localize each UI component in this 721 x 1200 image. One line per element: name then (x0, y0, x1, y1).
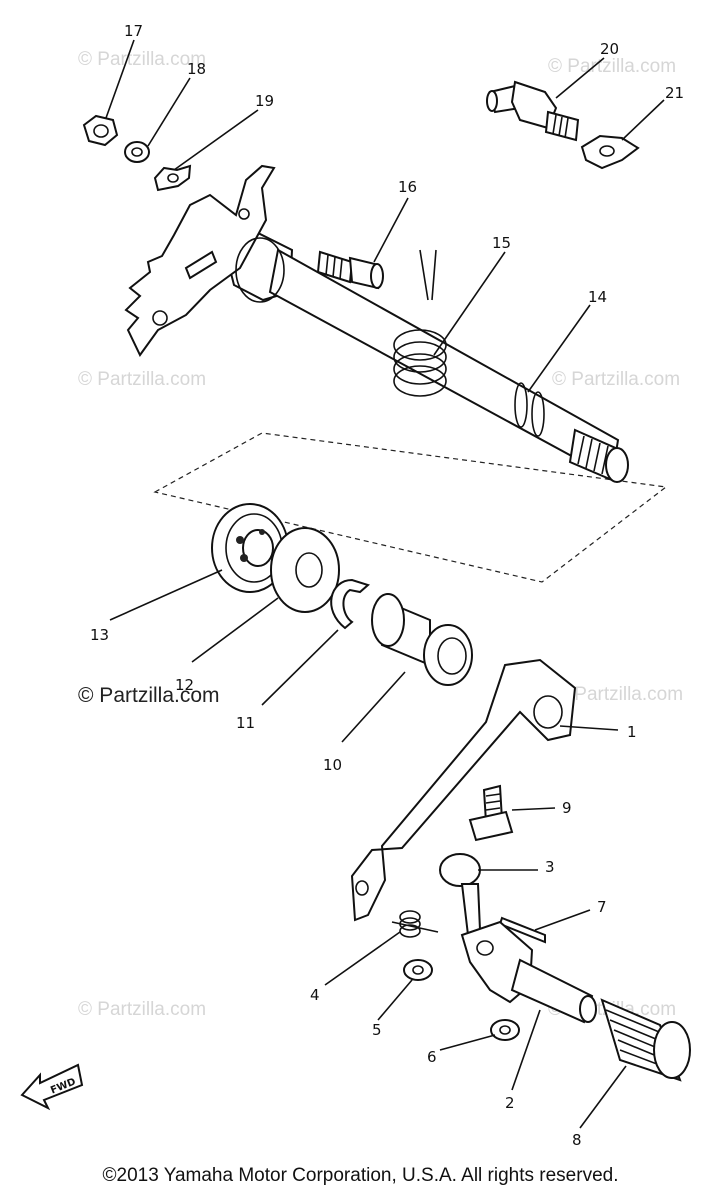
callout-10: 10 (323, 756, 342, 774)
callout-8: 8 (572, 1131, 582, 1149)
callout-3: 3 (545, 858, 555, 876)
part-12-washer (270, 527, 340, 613)
part-20-bolt (486, 80, 580, 142)
part-8-kick-rubber (600, 998, 691, 1082)
part-1-kick-crank (350, 658, 577, 922)
callout-21: 21 (665, 84, 684, 102)
callout-14: 14 (588, 288, 607, 306)
part-2-kick-arm (460, 920, 597, 1024)
watermark: © Partzilla.com (78, 369, 206, 390)
callout-20: 20 (600, 40, 619, 58)
callout-16: 16 (398, 178, 417, 196)
callout-5: 5 (372, 1021, 382, 1039)
leader-lines (105, 39, 665, 1129)
callout-2: 2 (505, 1094, 515, 1112)
callout-6: 6 (427, 1048, 437, 1066)
callout-12: 12 (175, 676, 194, 694)
callout-13: 13 (90, 626, 109, 644)
part-14-kick-shaft (124, 164, 629, 483)
part-17-nut (82, 114, 119, 147)
assembly-outline (153, 432, 668, 583)
callout-7: 7 (597, 898, 607, 916)
part-6-washer (490, 1019, 520, 1041)
callout-1: 1 (627, 723, 637, 741)
part-9-bolt (468, 784, 514, 842)
part-3-pin (439, 853, 482, 937)
part-11-circlip (330, 578, 371, 630)
watermark: © Partzilla.com (552, 369, 680, 390)
part-16-pin (316, 250, 384, 290)
part-18-washer (124, 141, 150, 163)
part-19-lock-plate (153, 164, 192, 192)
part-5-washer (403, 959, 433, 981)
watermark-dark: © Partzilla.com (78, 684, 220, 707)
callout-11: 11 (236, 714, 255, 732)
callout-17: 17 (124, 22, 143, 40)
callout-4: 4 (310, 986, 320, 1004)
watermark: © Partzilla.com (548, 56, 676, 77)
part-10-collar (371, 593, 473, 686)
watermark: © Partzilla.com (78, 999, 206, 1020)
part-21-tab-washer (580, 134, 640, 170)
callout-18: 18 (187, 60, 206, 78)
callout-15: 15 (492, 234, 511, 252)
watermark: © Partzilla.com (555, 684, 683, 705)
fwd-arrow-icon: FWD (20, 1063, 84, 1111)
callout-19: 19 (255, 92, 274, 110)
part-4-spring (391, 910, 439, 938)
part-15-spring (393, 249, 447, 397)
callout-9: 9 (562, 799, 572, 817)
watermark: © Partzilla.com (78, 49, 206, 70)
copyright-notice: ©2013 Yamaha Motor Corporation, U.S.A. A… (102, 1165, 619, 1186)
